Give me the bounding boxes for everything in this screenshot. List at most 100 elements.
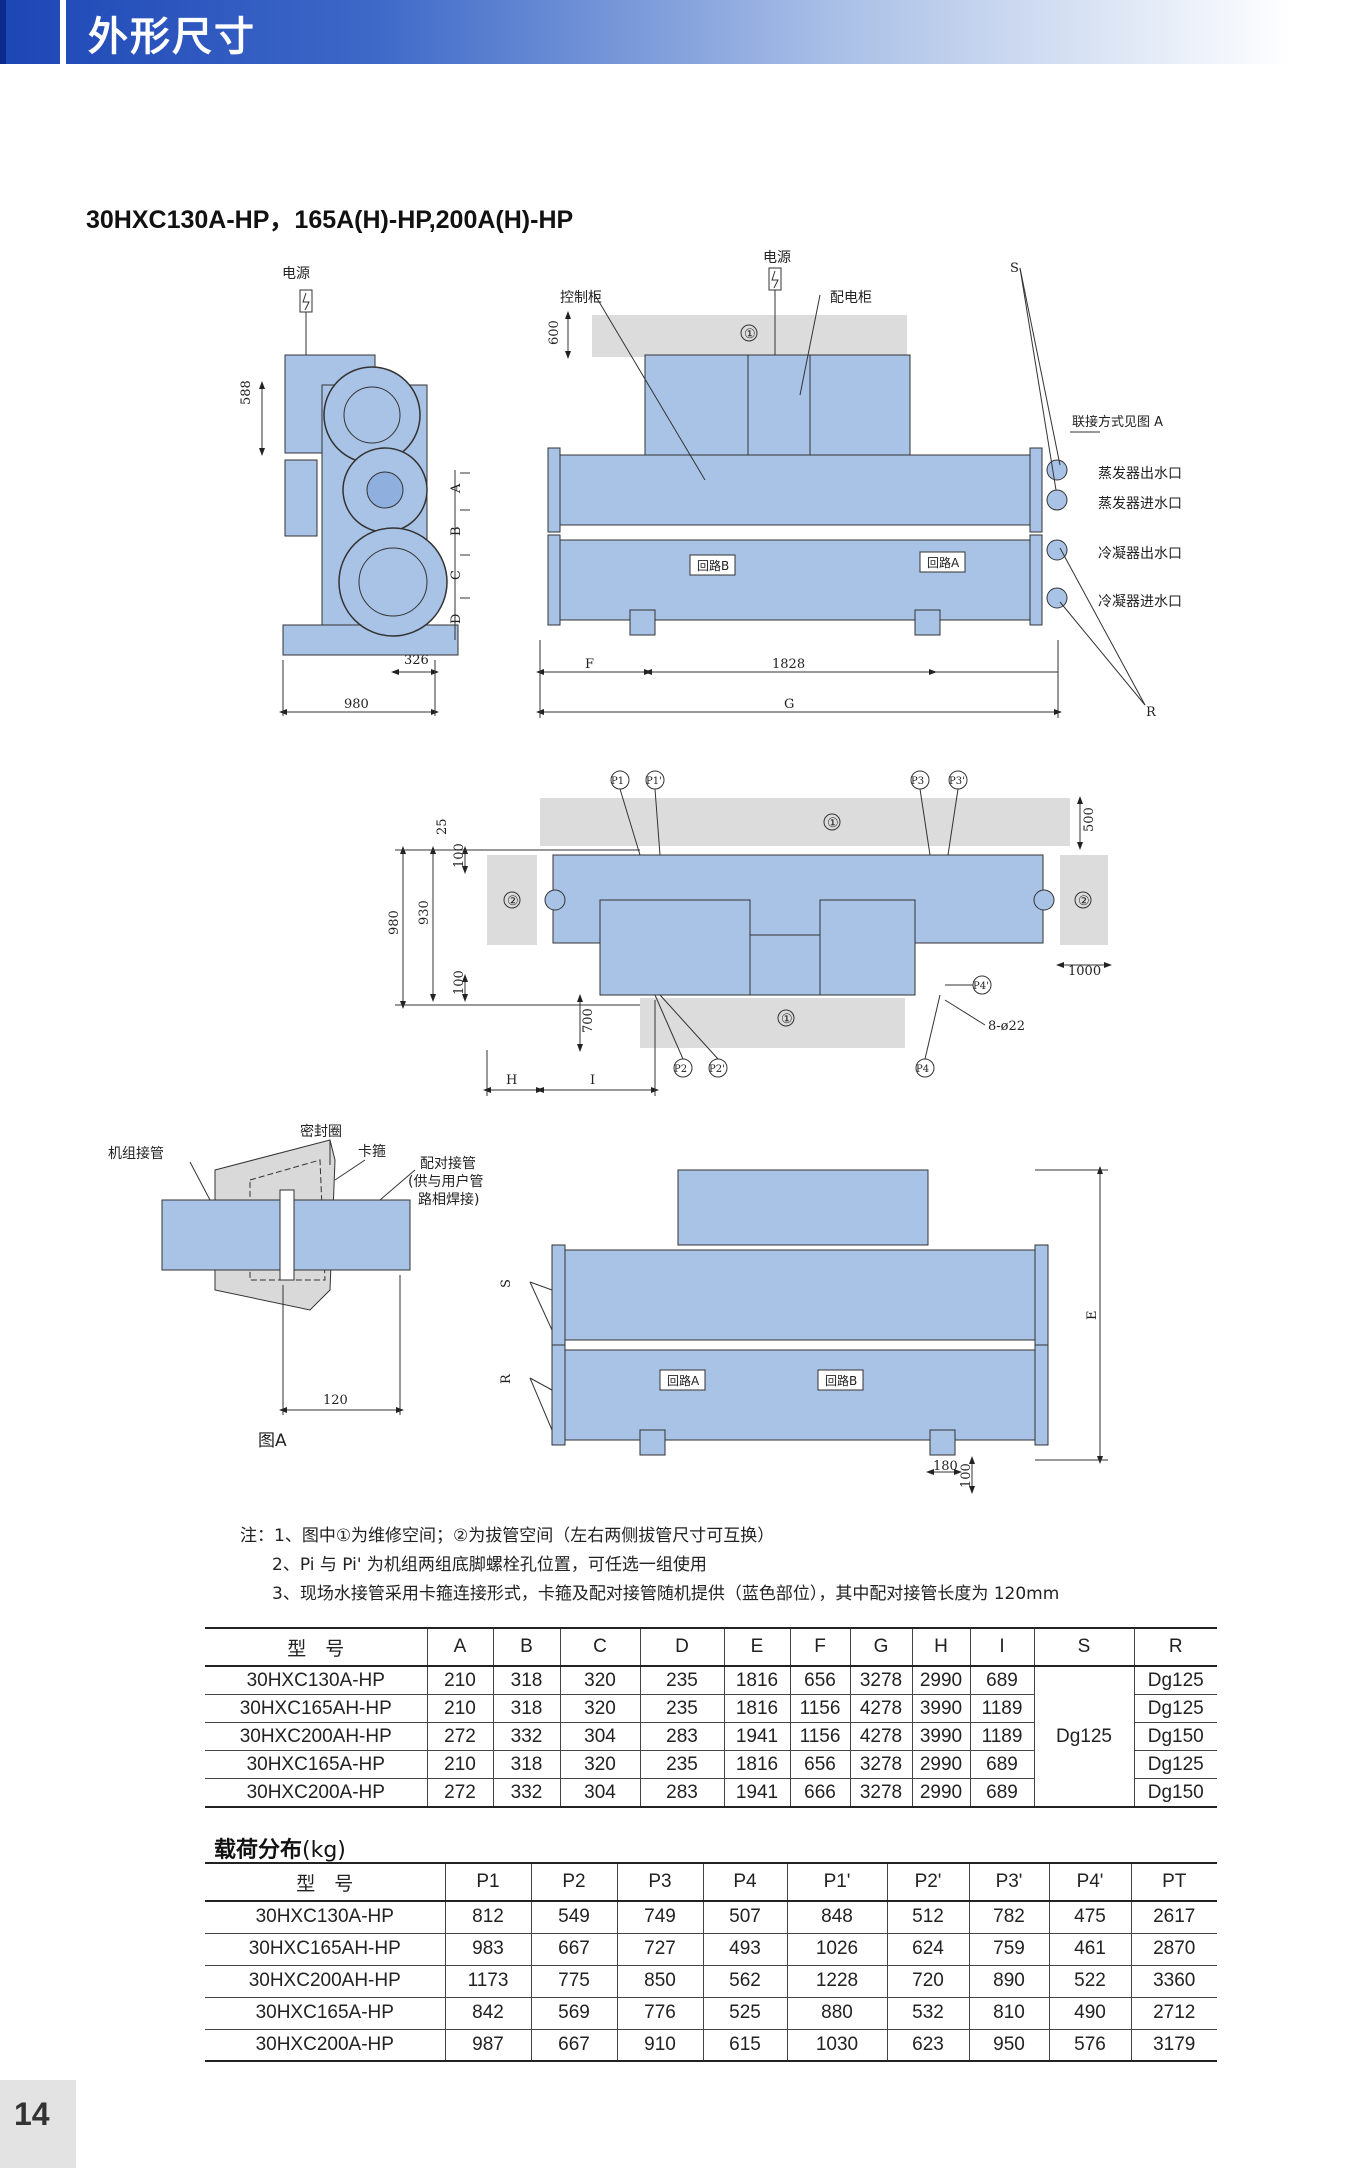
table-cell: 210 xyxy=(426,1694,493,1723)
svg-text:100: 100 xyxy=(452,843,467,868)
col-header: G xyxy=(849,1627,912,1667)
table-row: 30HXC130A-HP 812 549 749 507 848 512 782… xyxy=(205,1901,1217,1934)
table-cell: 332 xyxy=(492,1722,560,1751)
table-cell: 3278 xyxy=(849,1778,912,1808)
dimensions-table: 型 号 A B C D E F G H I S R 30HXC130A-HP 2… xyxy=(205,1627,1217,1808)
table-cell: 4278 xyxy=(849,1722,912,1751)
table-cell: Dg125 xyxy=(1133,1666,1217,1695)
col-header: P4 xyxy=(702,1862,787,1902)
col-header: I xyxy=(969,1627,1034,1667)
figure-a: 机组接管 密封圈 卡箍 配对接管 (供与用户管 路相焊接) 120 图A xyxy=(108,1123,483,1451)
table-cell: 30HXC165AH-HP xyxy=(205,1933,445,1966)
table-cell: 1816 xyxy=(723,1750,790,1779)
svg-text:冷凝器出水口: 冷凝器出水口 xyxy=(1098,546,1182,562)
svg-text:588: 588 xyxy=(239,380,254,405)
svg-text:P4': P4' xyxy=(973,981,989,992)
col-header: C xyxy=(559,1627,640,1667)
plan-view: ① ② ② ① P1 P1' P3 P3' P2 P2' P4 P4' xyxy=(387,770,1112,1096)
col-header: E xyxy=(723,1627,790,1667)
col-header: P2' xyxy=(886,1862,969,1902)
note-2: 2、Pi 与 Pi' 为机组两组底脚螺栓孔位置，可任选一组使用 xyxy=(272,1555,707,1575)
table-cell: 850 xyxy=(616,1965,703,1998)
table-cell: 880 xyxy=(786,1997,887,2030)
table-cell: 30HXC165A-HP xyxy=(205,1997,445,2030)
svg-text:回路B: 回路B xyxy=(697,558,729,573)
table-row: 30HXC165A-HP 842 569 776 525 880 532 810… xyxy=(205,1997,1217,2030)
table-cell: 656 xyxy=(789,1750,850,1779)
table-cell: 2990 xyxy=(911,1666,970,1695)
table-cell: Dg150 xyxy=(1133,1778,1217,1808)
table-cell: 30HXC130A-HP xyxy=(205,1901,445,1934)
svg-text:①: ① xyxy=(827,816,839,831)
table-cell: 689 xyxy=(969,1750,1034,1779)
svg-text:326: 326 xyxy=(404,653,429,668)
svg-text:F: F xyxy=(585,657,594,672)
svg-text:控制柜: 控制柜 xyxy=(560,290,602,306)
table-cell: 522 xyxy=(1048,1965,1131,1998)
col-header: P1' xyxy=(786,1862,887,1902)
table-cell: 842 xyxy=(444,1997,531,2030)
table-cell: 848 xyxy=(786,1901,887,1934)
table-cell: 1941 xyxy=(723,1778,790,1808)
load-distribution-title: 载荷分布(kg) xyxy=(214,1832,346,1864)
table-row: 30HXC200A-HP 272 332 304 283 1941 666 32… xyxy=(205,1778,1217,1808)
table-cell: 987 xyxy=(444,2029,531,2062)
table-cell: 272 xyxy=(426,1778,493,1808)
svg-text:回路B: 回路B xyxy=(825,1373,857,1388)
table-cell: 812 xyxy=(444,1901,531,1934)
table-cell: 30HXC200A-HP xyxy=(205,2029,445,2062)
table-cell: 1816 xyxy=(723,1694,790,1723)
s-value-cell: Dg125 xyxy=(1033,1666,1134,1808)
svg-text:S: S xyxy=(1010,261,1019,276)
table-cell: 569 xyxy=(530,1997,617,2030)
svg-text:S: S xyxy=(499,1279,514,1288)
table-cell: 1189 xyxy=(969,1694,1034,1723)
table-cell: 1156 xyxy=(789,1694,850,1723)
svg-text:I: I xyxy=(590,1073,595,1088)
table-cell: Dg125 xyxy=(1133,1694,1217,1723)
table-cell: 689 xyxy=(969,1778,1034,1808)
col-header: P3' xyxy=(968,1862,1049,1902)
table-cell: 475 xyxy=(1048,1901,1131,1934)
load-title-main: 载荷分布 xyxy=(214,1838,303,1863)
svg-text:1000: 1000 xyxy=(1068,964,1101,979)
table-cell: 1816 xyxy=(723,1666,790,1695)
svg-text:100: 100 xyxy=(959,1463,974,1488)
table-cell: 1030 xyxy=(786,2029,887,2062)
table-cell: 549 xyxy=(530,1901,617,1934)
table-cell: 890 xyxy=(968,1965,1049,1998)
table-cell: 776 xyxy=(616,1997,703,2030)
table-cell: 950 xyxy=(968,2029,1049,2062)
note-1: 注：1、图中①为维修空间；②为拔管空间（左右两侧拔管尺寸可互换） xyxy=(240,1526,775,1546)
table-cell: 667 xyxy=(530,2029,617,2062)
table-cell: 2870 xyxy=(1130,1933,1217,1966)
table-cell: 30HXC165AH-HP xyxy=(205,1694,427,1723)
table-cell: 1156 xyxy=(789,1722,850,1751)
table-cell: 2712 xyxy=(1130,1997,1217,2030)
table-header-row: 型 号 P1 P2 P3 P4 P1' P2' P3' P4' PT xyxy=(205,1862,1217,1902)
table-cell: 30HXC200AH-HP xyxy=(205,1722,427,1751)
table-cell: 2990 xyxy=(911,1750,970,1779)
col-header: PT xyxy=(1130,1862,1217,1902)
table-cell: 507 xyxy=(702,1901,787,1934)
svg-text:100: 100 xyxy=(452,970,467,995)
col-header: R xyxy=(1133,1627,1217,1667)
table-cell: 749 xyxy=(616,1901,703,1934)
table-cell: 320 xyxy=(559,1694,640,1723)
table-cell: 615 xyxy=(702,2029,787,2062)
col-header: P1 xyxy=(444,1862,531,1902)
svg-text:180: 180 xyxy=(933,1459,958,1474)
table-cell: 235 xyxy=(639,1750,724,1779)
svg-text:8-ø22: 8-ø22 xyxy=(988,1019,1025,1034)
table-cell: 30HXC165A-HP xyxy=(205,1750,427,1779)
table-cell: 490 xyxy=(1048,1997,1131,2030)
svg-text:D: D xyxy=(449,614,464,624)
table-cell: 4278 xyxy=(849,1694,912,1723)
svg-text:P4: P4 xyxy=(916,1064,929,1075)
col-header: A xyxy=(426,1627,493,1667)
header-mark xyxy=(0,0,6,64)
table-cell: 272 xyxy=(426,1722,493,1751)
table-cell: 3360 xyxy=(1130,1965,1217,1998)
col-header: B xyxy=(492,1627,560,1667)
page-title: 外形尺寸 xyxy=(88,14,256,60)
